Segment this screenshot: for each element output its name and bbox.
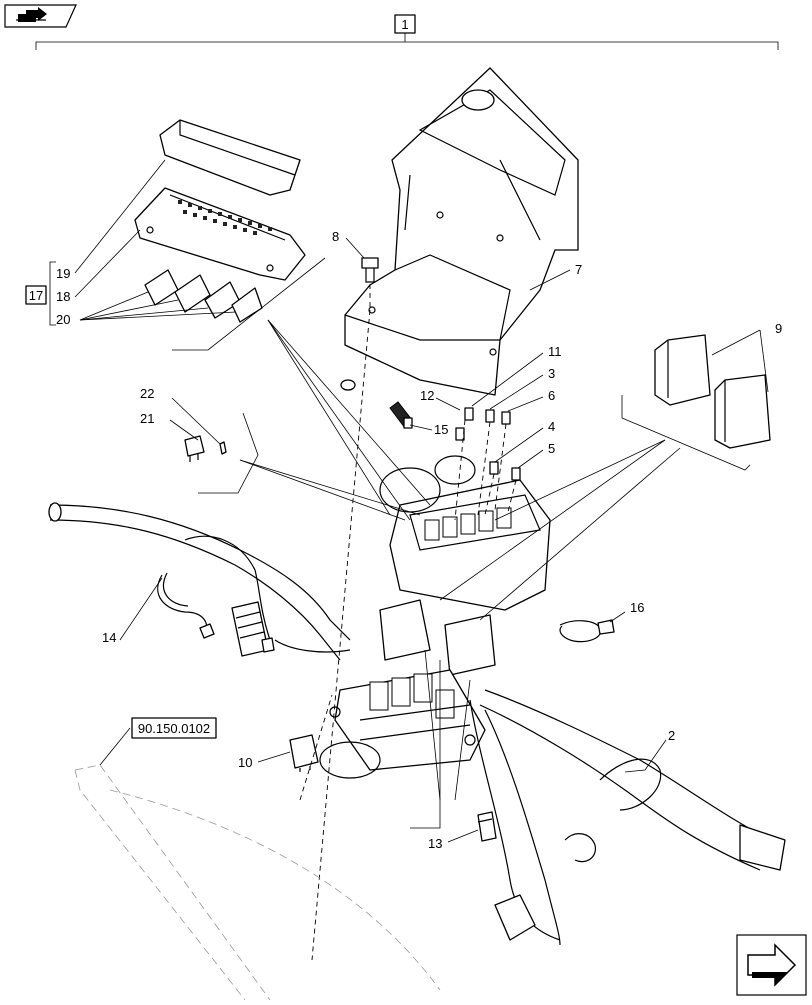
callout-2: 2 <box>668 728 675 743</box>
callout-6: 6 <box>548 388 555 403</box>
jumper-22 <box>219 441 227 455</box>
reference-frame: 90.150.0102 <box>74 717 441 1001</box>
callout-22: 22 <box>140 386 154 401</box>
callout-19: 19 <box>56 266 70 281</box>
main-assembly-bracket: 1 <box>35 14 779 50</box>
mounting-bracket-part <box>340 67 579 396</box>
book-arrow-icon[interactable] <box>4 4 77 28</box>
callout-12: 12 <box>420 388 434 403</box>
callout-9: 9 <box>775 321 782 336</box>
callout-16: 16 <box>630 600 644 615</box>
callout-20: 20 <box>56 312 70 327</box>
wiring-harness-right <box>469 689 786 946</box>
relay-10-part <box>289 734 319 772</box>
callout-10: 10 <box>238 755 252 770</box>
fuse-box-base-part <box>134 187 306 281</box>
terminal-strips-part <box>144 269 263 323</box>
callout-4: 4 <box>548 419 555 434</box>
mini-fuses-part <box>455 407 521 481</box>
fuse-puller-part <box>389 401 413 429</box>
callout-5: 5 <box>548 441 555 456</box>
wiring-harness-left <box>48 502 351 661</box>
connector-plug-part <box>231 601 275 657</box>
callout-7: 7 <box>575 262 582 277</box>
fuse-box-cover-part <box>159 119 301 196</box>
callout-3: 3 <box>548 366 555 381</box>
bolt-part <box>361 257 379 310</box>
relay-part <box>654 329 771 449</box>
callout-14: 14 <box>102 630 116 645</box>
small-fuse-21 <box>184 435 205 462</box>
cable-tie-16 <box>559 619 615 643</box>
callout-17: 17 <box>29 288 43 303</box>
next-page-arrow-icon[interactable] <box>736 934 807 996</box>
group-bracket: 17 <box>25 261 56 326</box>
callout-1: 1 <box>401 17 408 32</box>
callout-11: 11 <box>548 344 562 359</box>
callout-13: 13 <box>428 836 442 851</box>
callout-21: 21 <box>140 411 154 426</box>
diode-13-part <box>477 811 497 842</box>
callout-15: 15 <box>434 422 448 437</box>
cable-tie-part <box>157 572 215 639</box>
callout-8: 8 <box>332 229 339 244</box>
callout-labels: 10 14 16 2 13 21 22 15 12 11 3 6 4 5 7 8… <box>56 229 782 851</box>
reference-label: 90.150.0102 <box>138 721 210 736</box>
central-fuse-assembly <box>319 455 551 779</box>
callout-18: 18 <box>56 289 70 304</box>
